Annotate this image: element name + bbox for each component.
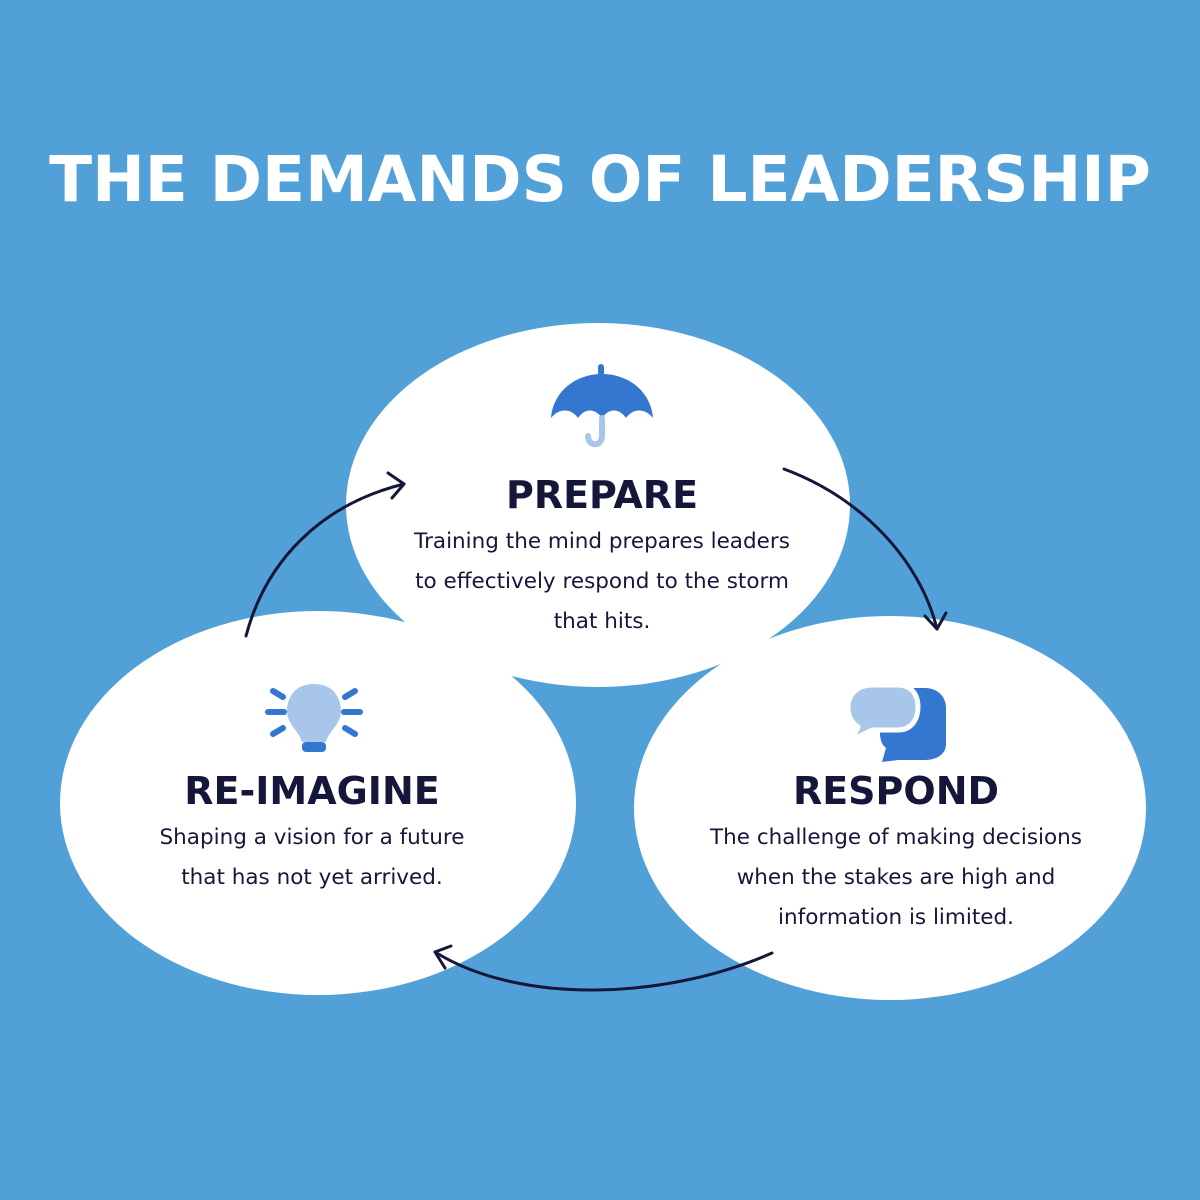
prepare-desc-line: Training the mind prepares leaders xyxy=(414,529,790,554)
arrow-prepare-to-respond xyxy=(782,467,948,631)
reimagine-heading: RE-IMAGINE xyxy=(184,769,440,813)
umbrella-icon xyxy=(551,364,653,448)
respond-desc-line: information is limited. xyxy=(778,905,1014,930)
arrow-reimagine-to-prepare xyxy=(244,471,406,638)
respond-desc-line: when the stakes are high and xyxy=(736,865,1056,890)
chat-bubbles-icon xyxy=(845,682,946,762)
lightbulb-icon xyxy=(265,684,363,752)
prepare-desc-line: that hits. xyxy=(553,609,651,634)
reimagine-node: RE-IMAGINE Shaping a vision for a future… xyxy=(62,772,562,898)
reimagine-description: Shaping a vision for a future that has n… xyxy=(62,818,562,898)
reimagine-circle xyxy=(60,611,576,995)
respond-heading: RESPOND xyxy=(792,769,1000,813)
reimagine-desc-line: Shaping a vision for a future xyxy=(159,825,465,850)
prepare-circle xyxy=(346,323,850,687)
page-title: THE DEMANDS OF LEADERSHIP xyxy=(49,143,1151,216)
respond-description: The challenge of making decisions when t… xyxy=(646,818,1146,938)
arrow-respond-to-reimagine xyxy=(433,944,774,992)
respond-node: RESPOND The challenge of making decision… xyxy=(646,772,1146,938)
prepare-node: PREPARE Training the mind prepares leade… xyxy=(352,476,852,642)
respond-circle xyxy=(634,616,1146,1000)
prepare-desc-line: to effectively respond to the storm xyxy=(415,569,789,594)
reimagine-desc-line: that has not yet arrived. xyxy=(181,865,443,890)
prepare-description: Training the mind prepares leaders to ef… xyxy=(352,522,852,642)
respond-desc-line: The challenge of making decisions xyxy=(710,825,1082,850)
prepare-heading: PREPARE xyxy=(505,473,699,517)
